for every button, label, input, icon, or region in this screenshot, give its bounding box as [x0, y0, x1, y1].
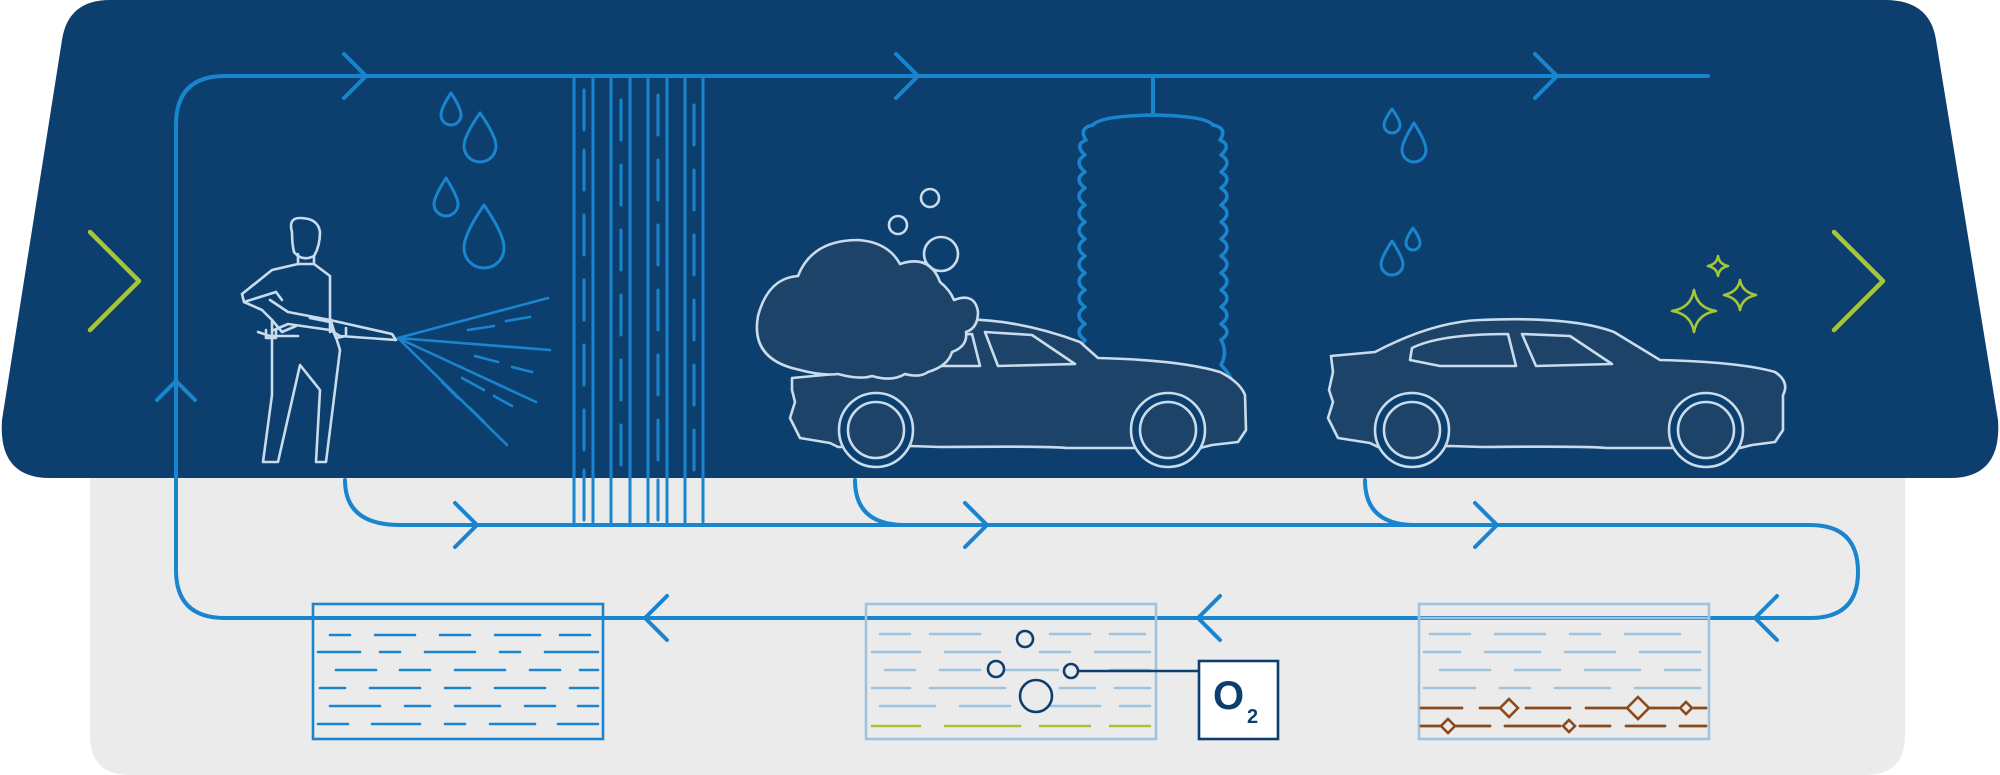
- air-bubble: [1018, 678, 1054, 714]
- water-drop-icon: [462, 111, 498, 164]
- sparkles: [1670, 254, 1758, 334]
- recycling-pipes: [174, 74, 1861, 620]
- air-bubble: [1015, 629, 1035, 649]
- flow-arrow-icon: [894, 52, 920, 100]
- sparkle-icon: [1722, 278, 1758, 312]
- sediment-particle: [1678, 700, 1694, 716]
- direction-chevrons: [87, 229, 1886, 333]
- sediment-particle: [1498, 697, 1520, 719]
- air-bubble: [1062, 662, 1080, 680]
- sediment-particle: [1439, 717, 1457, 735]
- water-drop-icon: [1400, 121, 1428, 164]
- arrow-in-icon: [87, 229, 142, 333]
- flow-arrow-icon: [1473, 501, 1499, 549]
- water-drop-icon: [432, 176, 460, 218]
- sparkle-icon: [1706, 254, 1730, 278]
- water-drop-icon: [1404, 226, 1422, 252]
- sediment-particle: [1625, 695, 1651, 721]
- oxygen-subscript: 2: [1247, 706, 1258, 728]
- flow-arrow-icon: [643, 594, 669, 642]
- flow-arrow-icon: [155, 379, 197, 402]
- car-icon: [1326, 317, 1787, 469]
- water-spray: [396, 296, 552, 447]
- flow-arrow-icon: [1533, 52, 1559, 100]
- soap-foam-icon: [755, 187, 980, 380]
- air-bubble: [986, 659, 1006, 679]
- aeration-tank-icon: [864, 602, 1199, 741]
- oxygen-symbol: O: [1213, 674, 1244, 718]
- flow-arrow-icon: [453, 501, 479, 549]
- person-pressure-washer-icon: [240, 216, 398, 464]
- water-curtain-icon: [572, 74, 705, 524]
- brush-roller-icon: [1077, 113, 1234, 382]
- flow-arrow-icon: [963, 501, 989, 549]
- sediment-tank-icon: [1417, 602, 1711, 741]
- flow-arrow-icon: [1196, 594, 1222, 642]
- sediment-particle: [1561, 718, 1577, 734]
- clean-water-tank-icon: [311, 602, 605, 741]
- flow-arrow-icon: [342, 52, 368, 100]
- water-drop-icon: [1382, 107, 1402, 135]
- flow-arrows: [155, 52, 1779, 642]
- water-drops: [432, 91, 1428, 277]
- arrow-out-icon: [1831, 229, 1886, 333]
- ground-base: [90, 430, 1905, 775]
- sparkle-icon: [1670, 288, 1718, 334]
- water-drop-icon: [439, 91, 463, 127]
- water-drop-icon: [462, 203, 506, 270]
- water-drop-icon: [1379, 239, 1405, 277]
- flow-arrow-icon: [1753, 594, 1779, 642]
- oxygen-label: O 2: [1197, 659, 1280, 741]
